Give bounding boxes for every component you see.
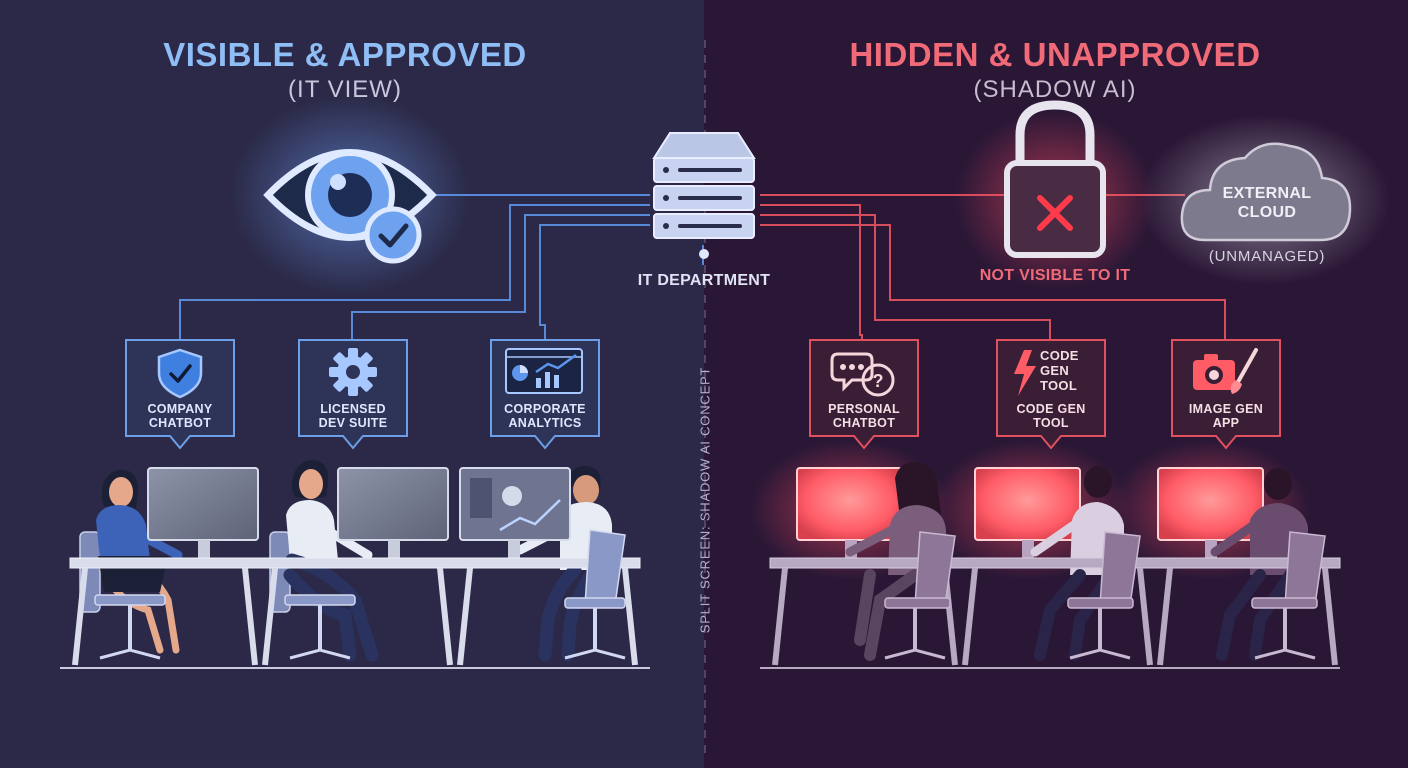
left-office-scene xyxy=(60,460,650,669)
cloud-icon xyxy=(1140,115,1390,285)
shield-check-icon xyxy=(157,348,203,399)
tool-card-personal-chatbot: ? xyxy=(809,339,919,450)
right-office-scene xyxy=(750,440,1341,669)
divider-caption: SPLIT SCREEN: SHADOW AI CONCEPT xyxy=(697,366,713,634)
chat-bubbles-icon: ? xyxy=(830,352,895,397)
tool-card-image-gen-app xyxy=(1171,339,1281,450)
lock-x-icon xyxy=(955,100,1155,290)
tool-card-company-chatbot xyxy=(125,339,235,450)
monitor-left-3 xyxy=(459,467,571,558)
tool-card-code-gen-tool xyxy=(996,339,1106,450)
svg-text:?: ? xyxy=(873,371,884,391)
server-icon xyxy=(652,132,756,259)
tool-card-corporate-analytics xyxy=(490,339,600,450)
camera-brush-icon xyxy=(1193,348,1258,394)
chair-right-3 xyxy=(1251,531,1326,660)
eye-check-icon xyxy=(230,95,470,295)
chair-right-1 xyxy=(884,531,956,660)
tool-card-licensed-dev-suite xyxy=(298,339,408,450)
chair-right-2 xyxy=(1067,531,1141,660)
chair-left-1 xyxy=(94,594,166,660)
monitor-right-3 xyxy=(1157,467,1264,558)
analytics-dashboard-icon xyxy=(505,348,583,394)
blue-connection-lines xyxy=(179,194,704,340)
gear-icon xyxy=(329,348,377,396)
monitor-left-1 xyxy=(147,467,259,558)
monitor-left-2 xyxy=(337,467,449,558)
chair-left-2 xyxy=(284,594,356,660)
lightning-icon xyxy=(1014,350,1036,396)
chair-left-3 xyxy=(564,529,626,660)
